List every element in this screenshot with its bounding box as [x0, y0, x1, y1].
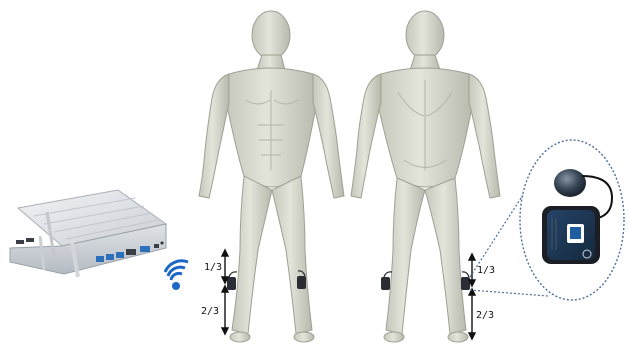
wearable-sensor-icon: [461, 272, 470, 290]
right-lower-ratio-label: 2/3: [476, 311, 494, 321]
left-upper-ratio-label: 1/3: [204, 263, 222, 273]
right-upper-ratio-label: 1/3: [477, 266, 495, 276]
mini-pc-device-icon: [10, 190, 166, 277]
right-measure-arrows: [469, 254, 475, 339]
wearable-sensor-icon: [227, 272, 237, 290]
wifi-signal-icon: [165, 261, 188, 290]
front-body-figure: [199, 11, 344, 342]
left-lower-ratio-label: 2/3: [201, 307, 219, 317]
back-body-figure: [351, 11, 500, 342]
left-measure-arrows: [222, 250, 228, 334]
